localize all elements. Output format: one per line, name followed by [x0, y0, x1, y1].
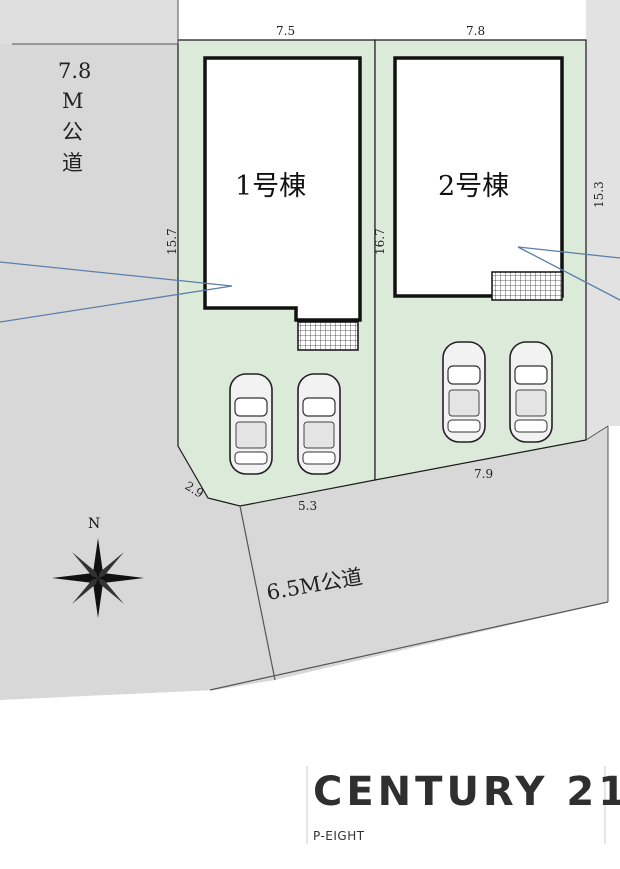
west-road-label-part: 道: [62, 151, 83, 175]
dim-bottom-left-width: 5.3: [298, 499, 317, 513]
road-edge-line: [209, 601, 609, 691]
dim-middle-depth: 16.7: [373, 228, 387, 255]
top-road-strip: [0, 0, 178, 44]
road-edge-line: [239, 505, 276, 681]
south-road: [240, 426, 608, 680]
house-1-label: 1号棟: [235, 171, 306, 202]
callout-line: [0, 261, 233, 323]
brand-subtitle: P-EIGHT: [313, 829, 365, 843]
dim-left-depth: 15.7: [165, 228, 179, 255]
car-icon: [297, 373, 341, 475]
house-1-deck: [297, 321, 359, 351]
dim-top-right-width: 7.8: [466, 24, 485, 38]
west-road-label-part: M: [62, 89, 84, 113]
footer-divider: [306, 766, 308, 844]
east-road-sliver: [586, 0, 620, 440]
callout-line: [517, 246, 620, 301]
dim-right-depth: 15.3: [592, 181, 606, 208]
dim-bottom-right-width: 7.9: [474, 467, 493, 481]
car-icon: [229, 373, 273, 475]
west-road-label-part: 7.8: [58, 59, 91, 83]
west-road-label-part: 公: [62, 120, 83, 144]
dim-top-left-width: 7.5: [276, 24, 295, 38]
footer-divider: [604, 766, 606, 844]
west-road-label: 7.8 M 公 道: [58, 59, 91, 175]
compass-rose-icon: [52, 538, 144, 618]
west-road: [0, 44, 275, 700]
house-2-label: 2号棟: [438, 171, 509, 202]
brand-logo-text: CENTURY 21: [313, 769, 620, 815]
road-edge-line: [585, 425, 609, 441]
house-2-deck: [491, 271, 563, 301]
car-icon: [442, 341, 486, 443]
house-1-footprint: [203, 56, 362, 322]
compass-north-label: N: [88, 516, 100, 532]
car-icon: [509, 341, 553, 443]
